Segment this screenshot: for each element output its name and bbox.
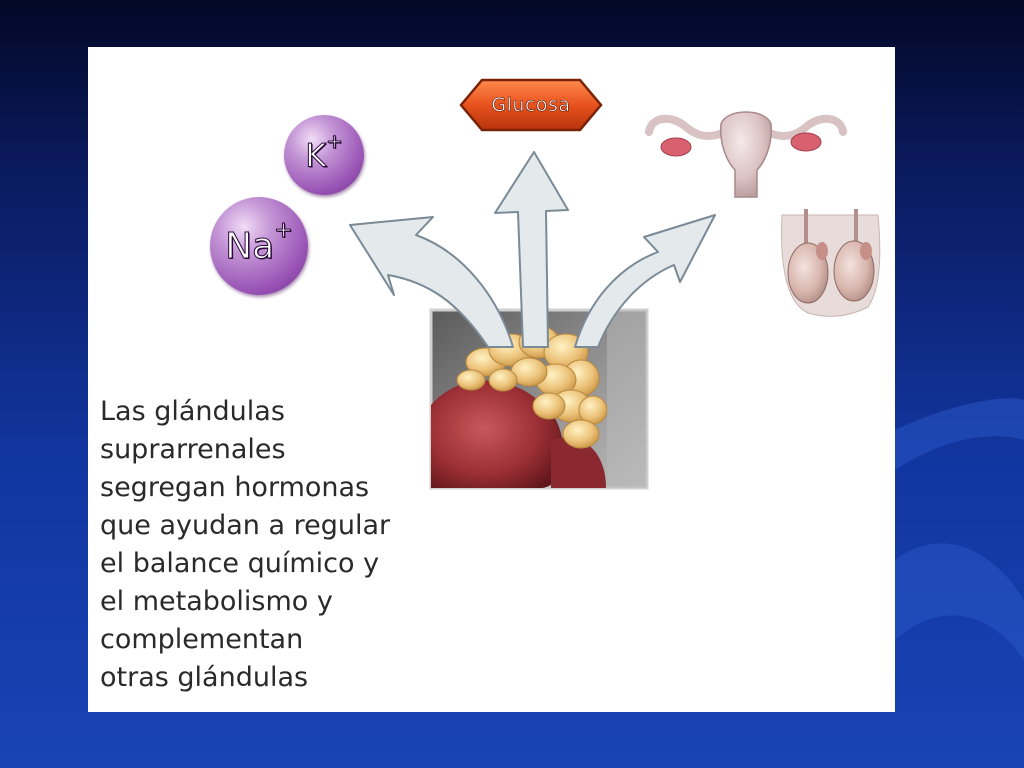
arrow-to-ions — [349, 216, 514, 348]
testes-image — [781, 209, 881, 317]
caption-text: Las glándulas suprarrenales segregan hor… — [100, 393, 440, 697]
potassium-symbol: K — [305, 136, 327, 175]
arrow-to-reproductive-organs — [574, 214, 716, 348]
glucose-hexagon-icon — [459, 78, 603, 132]
sodium-symbol: Na — [225, 226, 275, 267]
sodium-charge: + — [274, 217, 294, 244]
caption-line: que ayudan a regular — [100, 510, 391, 541]
glucose-label: Glucosa — [491, 94, 571, 117]
potassium-ion-icon: K+ — [284, 115, 364, 195]
sodium-ion-icon: Na+ — [210, 197, 308, 295]
caption-line: segregan hormonas — [100, 472, 370, 503]
caption-line: Las glándulas — [100, 396, 285, 427]
caption-line: suprarrenales — [100, 434, 286, 465]
adrenal-gland-image — [429, 308, 649, 490]
caption-line: complementan — [100, 624, 304, 655]
content-panel: K+ Na+ Glucosa — [88, 47, 895, 712]
uterus-ovaries-image — [645, 111, 847, 198]
potassium-charge: + — [326, 129, 344, 153]
caption-line: el metabolismo y — [100, 586, 333, 617]
arrow-to-glucose — [494, 151, 569, 348]
caption-line: el balance químico y — [100, 548, 380, 579]
caption-line: otras glándulas — [100, 662, 309, 693]
